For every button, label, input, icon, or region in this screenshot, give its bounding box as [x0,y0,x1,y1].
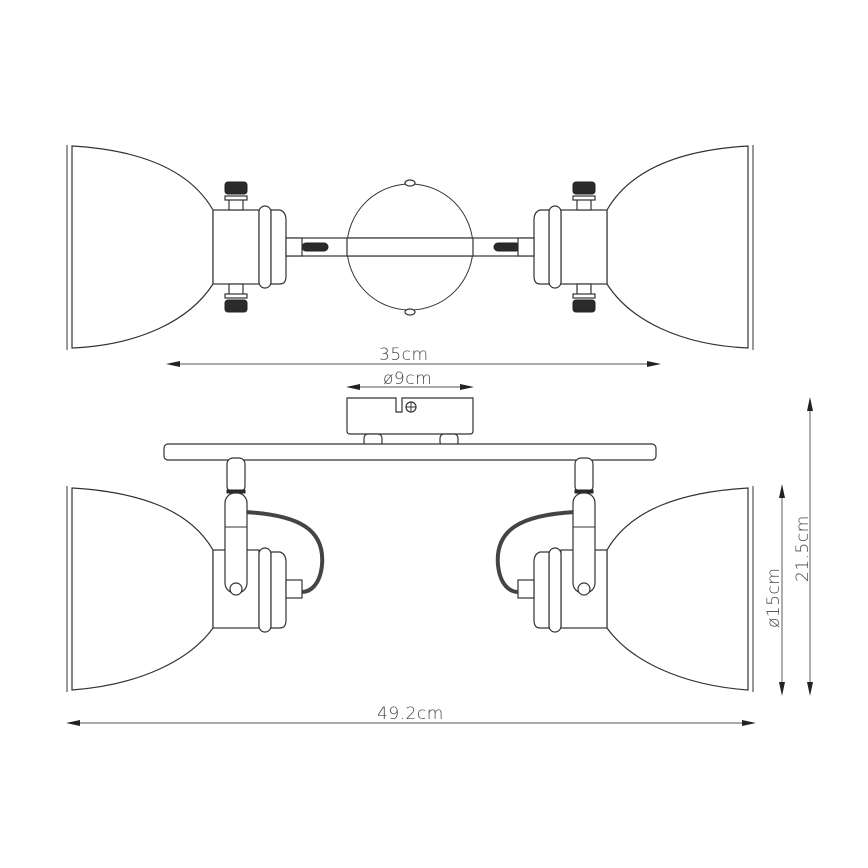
front-view: ø9cm [66,369,813,726]
left-lamp-front [66,457,325,692]
canopy [346,397,474,435]
left-shade-front [71,487,214,691]
dimension-overall-height: 21.5cm [793,397,813,696]
label-shade-diameter: ø15cm [764,568,784,628]
left-slot [301,242,329,252]
left-body [212,209,260,285]
right-slot [493,242,521,252]
right-lamp-front [495,457,754,692]
label-overall-width: 49.2cm [377,704,444,724]
dimension-canopy: ø9cm [346,369,474,390]
left-knob-bottom [224,299,248,313]
left-arm [224,492,248,594]
left-shade [71,145,214,349]
left-pivot [229,582,243,596]
label-top-width: 35cm [379,345,429,365]
left-ring [258,205,272,289]
dimension-shade-diameter: ø15cm [764,484,785,696]
bar-over-canopy [346,237,474,257]
label-canopy-diameter: ø9cm [383,369,432,389]
dimension-35cm: 35cm [166,345,661,367]
canopy-screw-bottom [404,308,416,316]
left-cable [244,510,325,594]
top-view: 35cm [66,145,754,367]
dimension-overall-width: 49.2cm [66,704,756,726]
front-bar [163,443,657,461]
canopy-screw-top [404,179,416,187]
left-lamp-top [66,145,303,350]
left-knob-top [224,181,248,195]
label-overall-height: 21.5cm [793,515,813,582]
right-lamp-top [517,145,754,350]
